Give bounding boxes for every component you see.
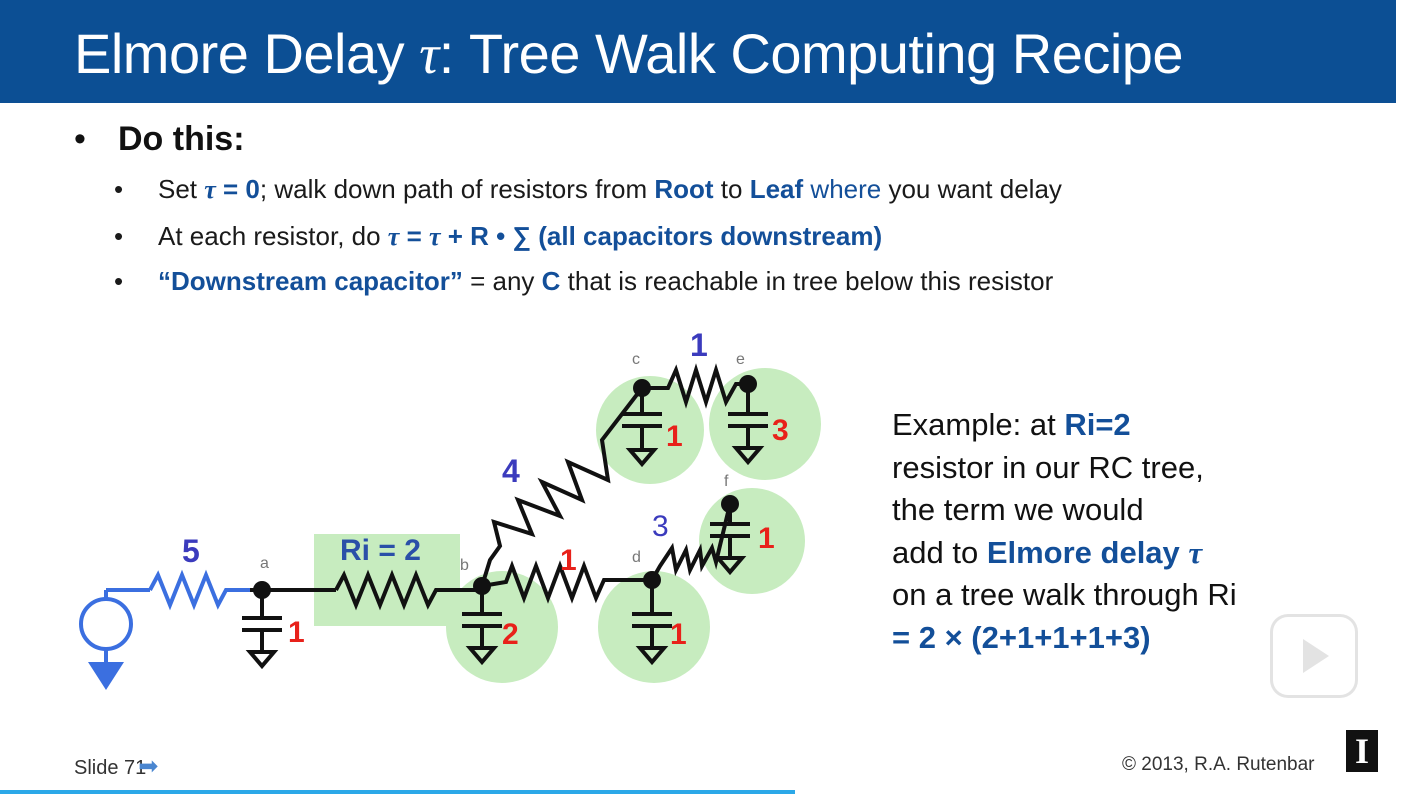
cap-value-f: 1 [758, 522, 775, 555]
cap-f-highlight [699, 488, 805, 594]
resistor-bd [481, 560, 652, 604]
bullet-do-this: •Do this: [74, 120, 245, 158]
play-button[interactable] [1270, 614, 1358, 698]
resistor-value-df: 3 [652, 510, 669, 543]
cap-value-a: 1 [288, 616, 305, 649]
source-ground-arrow [88, 662, 124, 690]
sub-bullet-downstream: •“Downstream capacitor” = any C that is … [114, 266, 1054, 296]
cap-f [710, 504, 750, 576]
node-label-f: f [724, 473, 729, 490]
cap-c-highlight [596, 376, 704, 484]
sub-bullet-set-tau: •Set τ = 0; walk down path of resistors … [114, 174, 1062, 204]
rc-tree-diagram: a b d c e f 5 Ri = 2 4 1 3 1 1 2 1 1 3 1 [79, 327, 821, 690]
copyright: © 2013, R.A. Rutenbar [1122, 754, 1315, 775]
sub-bullet-each-resistor: •At each resistor, do τ = τ + R • ∑ (all… [114, 221, 883, 251]
node-dots [253, 375, 757, 599]
resistor-value-ce: 1 [690, 327, 708, 363]
resistor-ri [334, 569, 482, 611]
resistor-value-source: 5 [182, 533, 200, 569]
ri-highlight [314, 534, 460, 626]
title-bar: Elmore Delay τ: Tree Walk Computing Reci… [0, 0, 1396, 103]
node-label-b: b [460, 557, 469, 574]
node-label-d: d [632, 549, 641, 566]
node-label-a: a [260, 555, 269, 572]
resistor-value-bc: 4 [502, 453, 520, 489]
video-progress-bar[interactable] [0, 790, 795, 794]
cap-value-d: 1 [670, 618, 687, 651]
node-label-e: e [736, 351, 745, 368]
circuit-wires [250, 363, 748, 611]
cap-a [242, 590, 282, 670]
voltage-source [79, 569, 250, 662]
resistor-df [650, 503, 732, 581]
cap-value-e: 3 [772, 414, 789, 447]
resistor-value-bd: 1 [560, 544, 577, 577]
cap-e [728, 384, 768, 466]
play-icon [1303, 639, 1329, 673]
resistor-bc [480, 386, 644, 587]
illinois-logo: I [1346, 730, 1378, 772]
node-label-c: c [632, 351, 640, 368]
resistor-value-ri: Ri = 2 [340, 534, 421, 567]
slide-number: Slide 71➡ [74, 753, 159, 780]
resistor-ce [642, 363, 748, 409]
cap-d [632, 580, 672, 666]
cap-value-b: 2 [502, 618, 519, 651]
example-text: Example: at Ri=2 resistor in our RC tree… [892, 407, 1237, 655]
slide-title: Elmore Delay τ: Tree Walk Computing Reci… [74, 22, 1184, 86]
next-arrow-icon[interactable]: ➡ [138, 753, 159, 780]
cap-value-c: 1 [666, 420, 683, 453]
